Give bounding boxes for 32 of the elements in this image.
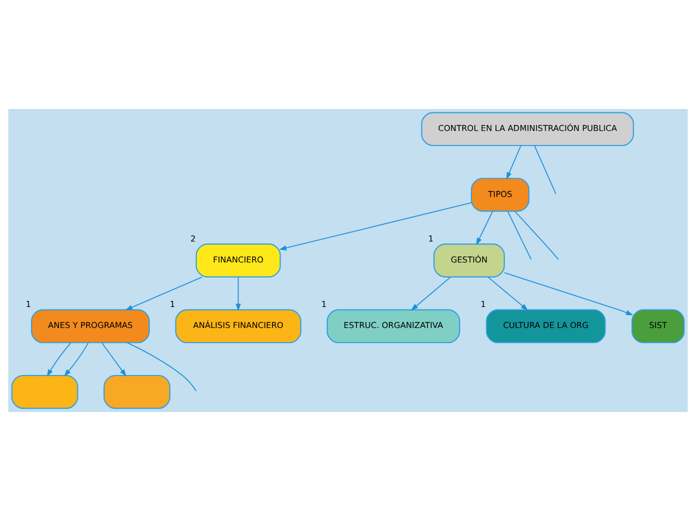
node-box: CULTURA DE LA ORG — [486, 308, 606, 343]
arrow — [64, 342, 89, 376]
arrow — [236, 276, 241, 311]
connector — [126, 342, 197, 391]
connector — [534, 144, 556, 194]
arrow — [410, 276, 451, 310]
arrow — [488, 276, 528, 310]
arrow — [279, 202, 472, 250]
node-box: ANÁLISIS FINANCIERO — [175, 308, 302, 343]
arrow — [476, 210, 493, 245]
node-label: 1 — [321, 298, 327, 309]
node-label: 1 — [26, 298, 31, 309]
node-label: 2 — [190, 233, 196, 244]
node-box: CONTROL EN LA ADMINISTRACIÓN PUBLICA — [421, 112, 634, 146]
arrow — [506, 144, 522, 180]
node-box: ESTRUC. ORGANIZATIVA — [326, 308, 460, 343]
node-box: SIST — [632, 308, 685, 343]
arrow — [504, 272, 634, 315]
arrow — [101, 342, 126, 376]
node-box: FINANCIERO — [196, 243, 281, 277]
connector — [507, 210, 532, 260]
arrow — [125, 276, 203, 310]
node-label: 1 — [480, 298, 486, 309]
node-box — [104, 374, 170, 408]
node-label: 1 — [428, 233, 434, 244]
arrow — [46, 342, 72, 376]
node-box: ANES Y PROGRAMAS — [31, 308, 150, 343]
connector — [514, 210, 559, 260]
node-label: 1 — [170, 298, 176, 309]
node-box: TIPOS — [470, 177, 530, 212]
node-box: GESTIÓN — [433, 243, 505, 277]
node-box — [11, 374, 78, 408]
